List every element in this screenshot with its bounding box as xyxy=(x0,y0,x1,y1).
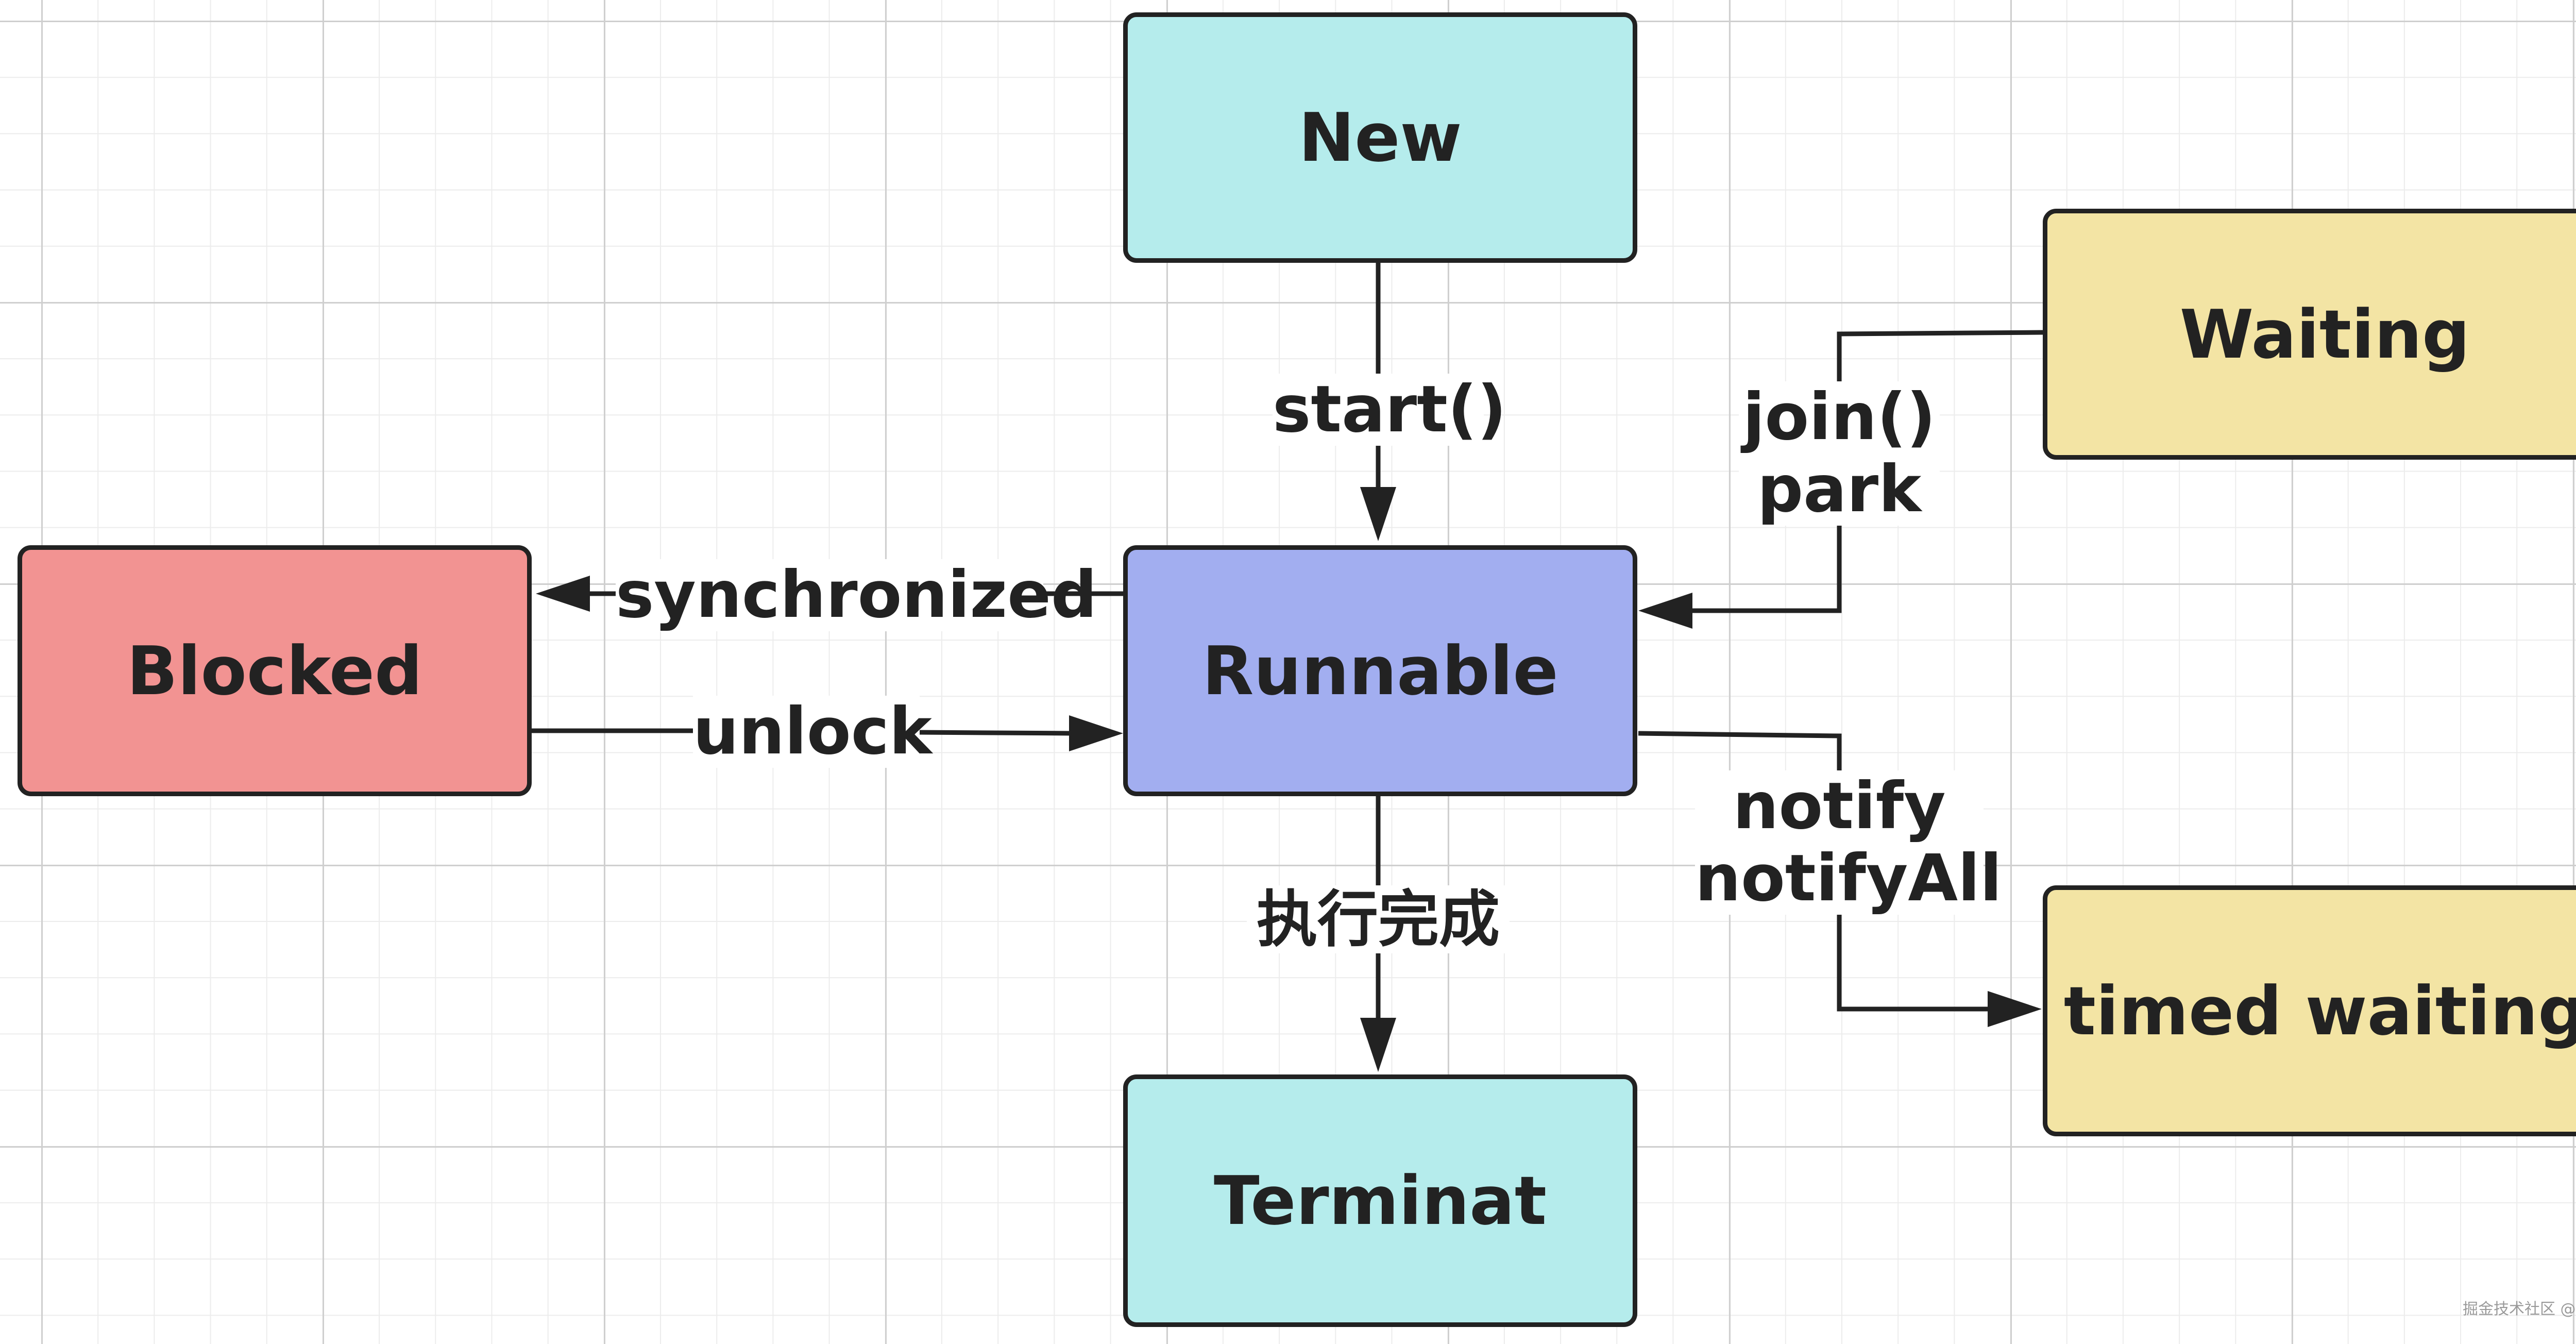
state-waiting: Waiting xyxy=(2043,209,2576,460)
state-new: New xyxy=(1123,12,1637,263)
arrowhead-new-to-runnable xyxy=(1360,487,1396,541)
edge-label-notifyall-line: notifyAll xyxy=(1695,841,2002,916)
edge-label-park: park xyxy=(1757,452,1922,527)
edge-label-join: join() xyxy=(1742,380,1936,455)
state-runnable: Runnable xyxy=(1123,545,1637,796)
edge-blocked-to-runnable xyxy=(531,728,1072,736)
edge-label-join-park: join() park xyxy=(1739,381,1940,526)
watermark: 掘金技术社区 @ MJA1 xyxy=(2463,1300,2576,1318)
arrowhead-runnable-to-timed-waiting xyxy=(1988,991,2042,1027)
arrowhead-waiting-to-runnable xyxy=(1638,593,1692,629)
edge-label-notify-line: notify xyxy=(1733,769,1946,844)
state-timed-waiting-label: timed waiting xyxy=(2063,971,2576,1050)
edge-label-notify: notify notifyAll xyxy=(1695,769,2002,916)
state-blocked-label: Blocked xyxy=(126,631,423,710)
state-runnable-label: Runnable xyxy=(1202,631,1558,710)
state-terminated: Terminat xyxy=(1123,1074,1637,1327)
edge-label-finished: 执行完成 xyxy=(1247,885,1510,954)
state-blocked: Blocked xyxy=(18,545,532,796)
state-timed-waiting: timed waiting xyxy=(2043,885,2576,1136)
state-waiting-label: Waiting xyxy=(2179,295,2470,374)
edge-label-synchronized: synchronized xyxy=(616,558,1097,632)
arrowhead-blocked-to-runnable xyxy=(1069,715,1123,751)
edge-label-start: start() xyxy=(1273,372,1507,447)
state-terminated-label: Terminat xyxy=(1213,1162,1547,1240)
arrowhead-runnable-to-blocked xyxy=(536,576,590,612)
arrowhead-runnable-to-terminated xyxy=(1360,1018,1396,1072)
edge-label-unlock: unlock xyxy=(693,694,932,769)
state-new-label: New xyxy=(1298,98,1462,177)
